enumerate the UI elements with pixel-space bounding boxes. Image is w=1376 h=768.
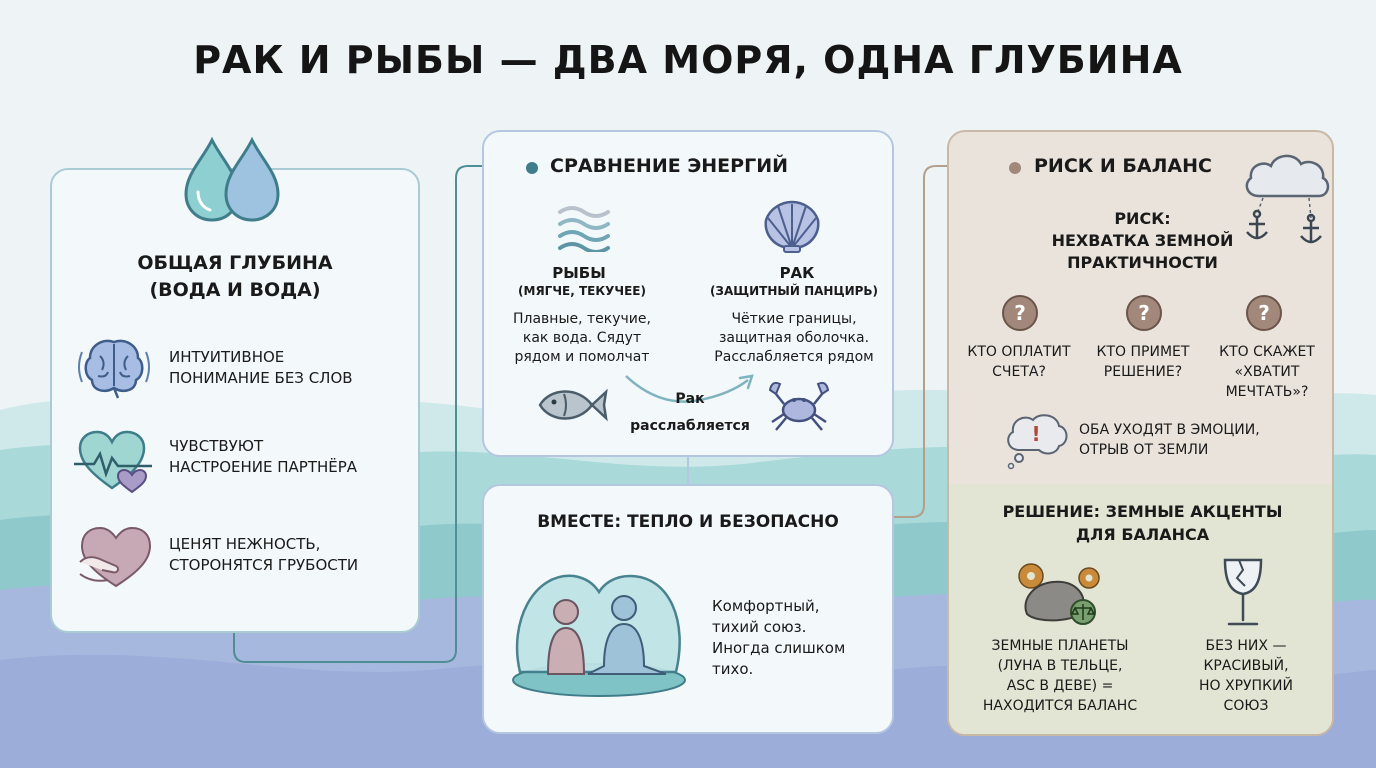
cancer-subtitle: (ЗАЩИТНЫЙ ПАНЦИРЬ) xyxy=(709,284,879,298)
solution-panel xyxy=(949,484,1332,734)
question-stop-dreaming: КТО СКАЖЕТ «ХВАТИТ МЕЧТАТЬ»? xyxy=(1219,344,1315,400)
svg-text:?: ? xyxy=(1138,301,1150,325)
question-icon: ? xyxy=(1126,295,1162,331)
bullet-dot xyxy=(1009,162,1021,174)
cancer-name: РАК xyxy=(779,264,815,282)
brain-icon xyxy=(78,339,150,399)
shared-depth-heading: ОБЩАЯ ГЛУБИНА (ВОДА И ВОДА) xyxy=(137,252,333,301)
page-title: РАК И РЫБЫ — ДВА МОРЯ, ОДНА ГЛУБИНА xyxy=(193,38,1183,82)
couple-bubble-icon xyxy=(512,574,686,697)
risk-balance-card: РИСК И БАЛАНС РИСК: НЕХВАТКА ЗЕМНОЙ ПРАК… xyxy=(947,130,1334,736)
risk-heading: РИСК И БАЛАНС xyxy=(1034,155,1212,177)
question-icon: ? xyxy=(1002,295,1038,331)
solution-title: РЕШЕНИЕ: ЗЕМНЫЕ АКЦЕНТЫ ДЛЯ БАЛАНСА xyxy=(1002,502,1283,544)
together-text: Комфортный, тихий союз. Иногда слишком т… xyxy=(712,597,846,678)
energy-comparison-card: СРАВНЕНИЕ ЭНЕРГИЙ РЫБЫ (МЯГЧЕ, ТЕКУЧЕЕ) … xyxy=(482,130,894,457)
svg-text:!: ! xyxy=(1031,422,1040,446)
thought-bubble-icon: ! xyxy=(1007,414,1068,470)
pisces-subtitle: (МЯГЧЕ, ТЕКУЧЕЕ) xyxy=(518,284,646,298)
together-card: ВМЕСТЕ: ТЕПЛО И БЕЗОПАСНО Комфортный, ти… xyxy=(482,484,894,734)
heart-hands-icon xyxy=(79,526,152,588)
emotion-note: ОБА УХОДЯТ В ЭМОЦИИ, ОТРЫВ ОТ ЗЕМЛИ xyxy=(1079,422,1260,458)
bullet-dot xyxy=(526,162,538,174)
shared-depth-card: ОБЩАЯ ГЛУБИНА (ВОДА И ВОДА) ИНТУИТИВНОЕ … xyxy=(50,136,420,633)
waves-icon xyxy=(558,206,610,252)
question-decision: КТО ПРИМЕТ РЕШЕНИЕ? xyxy=(1096,344,1190,380)
pisces-text: Плавные, текучие, как вода. Сядут рядом … xyxy=(513,311,651,365)
shared-depth-item-2: ЧУВСТВУЮТ НАСТРОЕНИЕ ПАРТНЁРА xyxy=(169,437,358,476)
cancer-text: Чёткие границы, защитная оболочка. Рассл… xyxy=(714,311,874,365)
question-icon: ? xyxy=(1246,295,1282,331)
shell-icon xyxy=(764,200,820,253)
pisces-name: РЫБЫ xyxy=(552,264,606,282)
energy-heading: СРАВНЕНИЕ ЭНЕРГИЙ xyxy=(550,155,788,177)
water-drops-icon xyxy=(184,136,280,222)
fish-icon xyxy=(538,388,608,422)
crab-icon xyxy=(768,381,830,431)
svg-text:?: ? xyxy=(1014,301,1026,325)
risk-title: РИСК: НЕХВАТКА ЗЕМНОЙ ПРАКТИЧНОСТИ xyxy=(1051,209,1234,272)
broken-glass-icon xyxy=(1223,558,1263,626)
together-heading: ВМЕСТЕ: ТЕПЛО И БЕЗОПАСНО xyxy=(537,512,839,532)
solution-right: БЕЗ НИХ — КРАСИВЫЙ, НО ХРУПКИЙ СОЮЗ xyxy=(1199,638,1293,714)
arrow-label: Рак расслабляется xyxy=(630,391,750,434)
question-bills: КТО ОПЛАТИТ СЧЕТА? xyxy=(967,344,1071,380)
heart-pulse-icon xyxy=(74,430,152,494)
cloud-anchors-icon xyxy=(1245,154,1330,244)
shared-depth-item-3: ЦЕНЯТ НЕЖНОСТЬ, СТОРОНЯТСЯ ГРУБОСТИ xyxy=(169,535,359,574)
flow-arrow-icon xyxy=(625,374,754,403)
shared-depth-item-1: ИНТУИТИВНОЕ ПОНИМАНИЕ БЕЗ СЛОВ xyxy=(169,348,353,387)
solution-left: ЗЕМНЫЕ ПЛАНЕТЫ (ЛУНА В ТЕЛЬЦЕ, ASC В ДЕВ… xyxy=(982,638,1138,714)
svg-text:?: ? xyxy=(1258,301,1270,325)
earth-planets-icon xyxy=(1018,563,1100,625)
